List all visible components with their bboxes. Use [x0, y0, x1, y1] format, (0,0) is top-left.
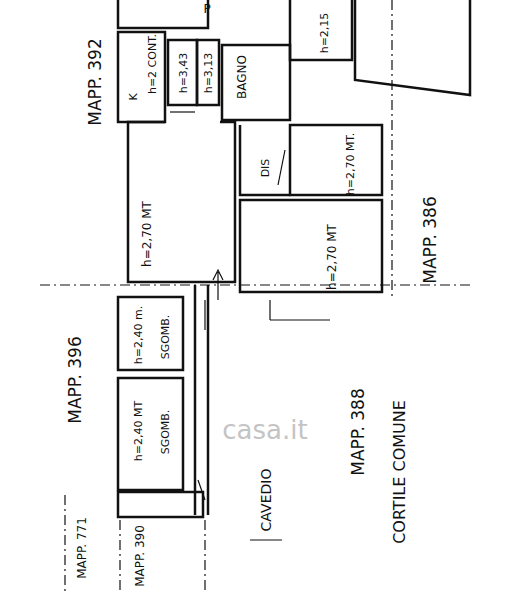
- room-label: BAGNO: [236, 55, 248, 99]
- room-note: SGOMB.: [159, 409, 170, 454]
- room-label: h=2,15: [319, 13, 330, 54]
- room-label: h=2,40 m.: [132, 306, 143, 364]
- map-label: MAPP. 771: [76, 517, 88, 579]
- map-label: MAPP. 390: [134, 525, 146, 587]
- room-label: h=2,70 MT: [326, 224, 338, 290]
- room-label: h=3,43: [177, 52, 188, 93]
- room: h=2,70 MT: [128, 122, 235, 282]
- room-label: K: [128, 93, 139, 100]
- room: h=2,40 MT SGOMB.: [118, 378, 183, 490]
- room: h=2,40 m. SGOMB.: [118, 297, 183, 370]
- room: Kh=2 CONT.: [118, 32, 165, 122]
- room: h=3,43: [168, 40, 197, 105]
- room-label: h=2,40 MT: [132, 400, 143, 460]
- room: h=2,70 MT: [240, 200, 382, 292]
- room-label: h=3,13: [203, 52, 214, 93]
- room-note: h=2 CONT.: [146, 34, 157, 94]
- map-label: MAPP. 386: [422, 196, 439, 283]
- room: DIS: [240, 125, 290, 195]
- room: h=3,13: [197, 40, 219, 105]
- room-label: h=2,70 MT: [141, 201, 153, 267]
- map-label: MAPP. 396: [67, 336, 84, 423]
- map-label: MAPP. 392: [87, 38, 104, 125]
- room: BAGNO: [222, 45, 290, 120]
- map-label: CORTILE COMUNE: [392, 400, 408, 544]
- map-label: MAPP. 388: [350, 388, 367, 475]
- map-label: P: [203, 3, 210, 15]
- map-label: CAVEDIO: [259, 469, 273, 532]
- watermark: casa.it: [222, 417, 307, 443]
- room: h=2,15: [290, 0, 352, 60]
- room-label: DIS: [260, 159, 271, 178]
- room-note: SGOMB.: [159, 315, 170, 360]
- room-label: h=2,70 MT.: [344, 132, 355, 195]
- room: h=2,70 MT.: [290, 125, 382, 195]
